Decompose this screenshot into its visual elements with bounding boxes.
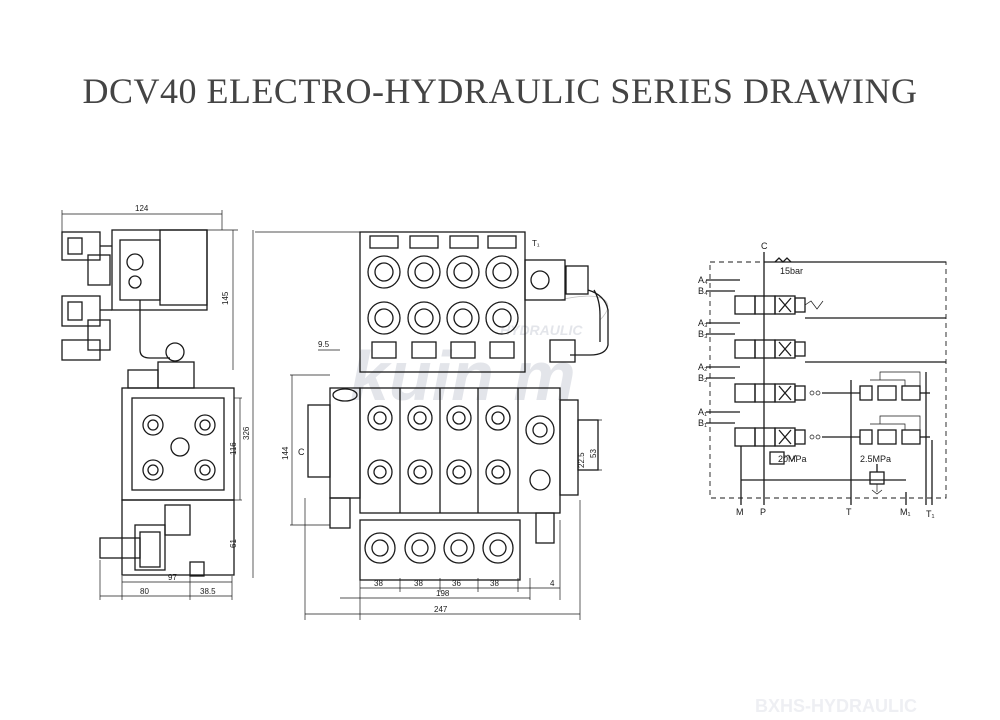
dim-4: 4 xyxy=(550,579,555,588)
dim-spacing-1: 38 xyxy=(374,579,383,588)
schematic-port-c: C xyxy=(761,241,768,251)
dim-base-80: 80 xyxy=(140,587,149,596)
dim-lower: 61 xyxy=(229,539,238,548)
front-view: T₁ xyxy=(255,231,609,620)
dim-base-385: 38.5 xyxy=(200,587,216,596)
dim-spacing-2: 38 xyxy=(414,579,423,588)
port-b1: B₁ xyxy=(698,418,707,428)
dim-height-upper: 145 xyxy=(221,291,230,305)
page-title: DCV40 ELECTRO-HYDRAULIC SERIES DRAWING xyxy=(82,71,918,111)
dim-base-97: 97 xyxy=(168,573,177,582)
port-b2: B₂ xyxy=(698,373,708,383)
brand-watermark: kuin m HYDRAULIC xyxy=(350,295,609,415)
port-b4: B₄ xyxy=(698,286,708,296)
hydraulic-schematic: C 15bar A₄ B₄ A₃ B₃ A₂ B₂ A₁ B₁ xyxy=(698,241,947,519)
watermark-brand: HYDRAULIC xyxy=(500,322,583,338)
dim-top-width: 124 xyxy=(135,204,149,213)
port-m1: M₁ xyxy=(900,507,911,517)
port-a4: A₄ xyxy=(698,275,708,285)
relief-2-5mpa: 2.5MPa xyxy=(860,454,891,464)
dim-height-total: 326 xyxy=(242,426,251,440)
dim-144: 144 xyxy=(281,446,290,460)
port-a1: A₁ xyxy=(698,407,707,417)
relief-20mpa: 20MPa xyxy=(778,454,807,464)
port-p: P xyxy=(760,507,766,517)
dim-mid: 116 xyxy=(229,442,238,455)
port-t1: T₁ xyxy=(926,509,935,519)
port-b3: B₃ xyxy=(698,329,708,339)
body-ports xyxy=(367,405,555,491)
dim-247: 247 xyxy=(434,605,448,614)
spool-2 xyxy=(734,383,821,403)
svg-text:kuin m: kuin m xyxy=(350,337,576,415)
spool-1 xyxy=(734,427,821,447)
port-a3: A₃ xyxy=(698,318,708,328)
spool-4 xyxy=(734,295,824,315)
relief-15bar: 15bar xyxy=(780,266,803,276)
dim-spacing-3: 36 xyxy=(452,579,461,588)
solenoid-stack-2 xyxy=(407,235,441,359)
dim-198: 198 xyxy=(436,589,450,598)
solenoid-stack-4 xyxy=(485,235,519,359)
footer-watermark: BXHS-HYDRAULIC xyxy=(755,696,917,716)
port-a2: A₂ xyxy=(698,362,708,372)
dim-22-5: 22.5 xyxy=(577,452,586,468)
pilot-valve-lower xyxy=(859,415,921,445)
port-t: T xyxy=(846,507,852,517)
dim-53: 53 xyxy=(589,449,598,458)
label-t1: T₁ xyxy=(532,239,540,248)
solenoid-stack-1 xyxy=(367,235,401,359)
dim-spacing-4: 38 xyxy=(490,579,499,588)
solenoid-stack-3 xyxy=(446,235,480,359)
label-port-c: C xyxy=(298,447,305,457)
dim-9-5: 9.5 xyxy=(318,340,330,349)
side-view: 124 145 326 xyxy=(61,204,254,600)
spool-3 xyxy=(734,339,806,359)
port-m: M xyxy=(736,507,744,517)
pilot-valve-upper xyxy=(859,371,921,401)
